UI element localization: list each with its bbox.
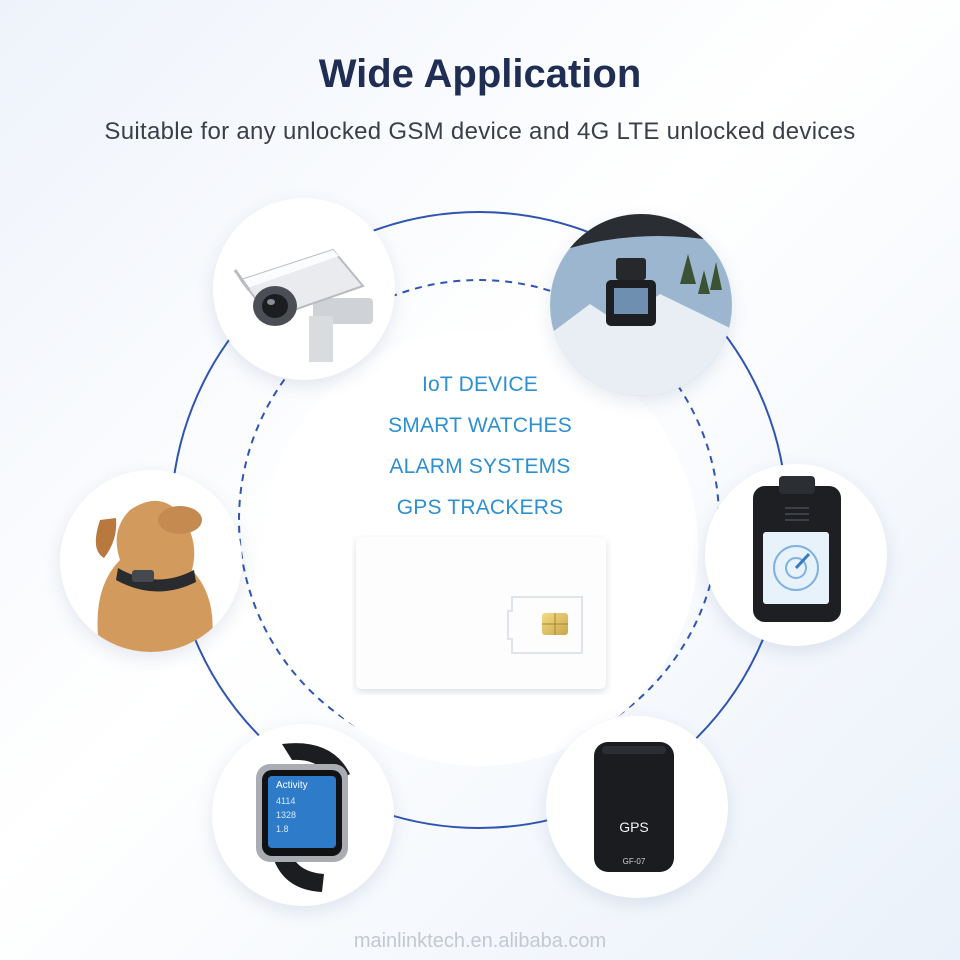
gps-tracker-label: GPS bbox=[619, 819, 649, 835]
svg-text:1.8: 1.8 bbox=[276, 824, 289, 834]
sim-card bbox=[356, 537, 606, 689]
watch-screen-title: Activity bbox=[276, 780, 308, 791]
security-camera-node bbox=[213, 198, 395, 380]
svg-text:1328: 1328 bbox=[276, 810, 296, 820]
gps-tracker-node: GPS GF-07 bbox=[546, 716, 728, 898]
body-camera-node bbox=[705, 464, 887, 646]
security-camera-icon bbox=[233, 248, 373, 362]
dash-cam-node bbox=[550, 214, 732, 396]
sim-card-body bbox=[356, 537, 606, 689]
page-title: Wide Application bbox=[318, 52, 642, 96]
gps-tracker-model: GF-07 bbox=[623, 857, 646, 866]
sim-cutout bbox=[507, 596, 583, 654]
category-gps-trackers: GPS TRACKERS bbox=[396, 496, 564, 519]
smart-watch-node: Activity 4114 1328 1.8 bbox=[212, 724, 394, 906]
gps-tracker-icon: GPS GF-07 bbox=[594, 742, 674, 872]
smart-watch-icon: Activity 4114 1328 1.8 bbox=[256, 743, 350, 892]
dog-icon bbox=[95, 500, 213, 652]
category-smart-watches: SMART WATCHES bbox=[388, 414, 572, 437]
category-iot-device: IoT DEVICE bbox=[422, 373, 538, 396]
dash-cam-icon bbox=[550, 214, 732, 396]
category-list: IoT DEVICE SMART WATCHES ALARM SYSTEMS G… bbox=[330, 370, 630, 534]
category-alarm-systems: ALARM SYSTEMS bbox=[389, 455, 571, 478]
watermark-text: mainlinktech.en.alibaba.com bbox=[353, 930, 607, 952]
dog-collar-node bbox=[60, 470, 242, 652]
page-subtitle: Suitable for any unlocked GSM device and… bbox=[104, 118, 856, 145]
body-camera-icon bbox=[753, 476, 841, 622]
svg-text:4114: 4114 bbox=[276, 796, 295, 806]
